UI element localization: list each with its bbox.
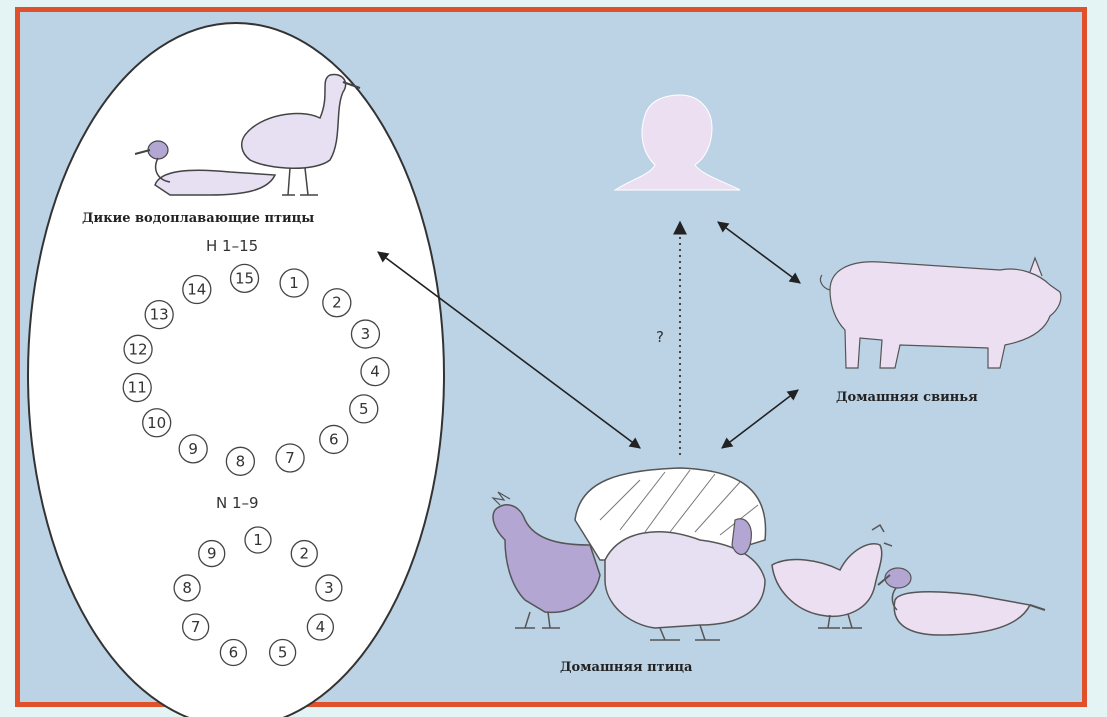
h-subtype-number: 15 bbox=[235, 269, 254, 287]
n-subtype-number: 9 bbox=[207, 545, 217, 563]
h-subtype-number: 13 bbox=[150, 306, 169, 324]
h-subtype-number: 5 bbox=[359, 400, 369, 418]
n-subtype-number: 6 bbox=[229, 644, 239, 662]
n-subtypes-title: N 1–9 bbox=[216, 494, 259, 512]
n-subtype-number: 7 bbox=[191, 618, 201, 636]
uncertain-transmission-mark: ? bbox=[656, 328, 664, 346]
n-subtype-number: 2 bbox=[300, 545, 310, 563]
n-subtype-number: 1 bbox=[253, 531, 263, 549]
h-subtype-number: 9 bbox=[188, 440, 198, 458]
h-subtype-number: 4 bbox=[370, 363, 380, 381]
pig-icon bbox=[820, 258, 1060, 368]
h-subtype-number: 7 bbox=[285, 449, 295, 467]
arrow-pig-domestic-birds bbox=[722, 390, 798, 448]
h-subtype-number: 2 bbox=[332, 294, 342, 312]
h-subtype-number: 14 bbox=[187, 281, 206, 299]
domestic-bird-label: Домашняя птица bbox=[560, 660, 692, 675]
h-subtype-number: 6 bbox=[329, 430, 339, 448]
arrow-human-pig bbox=[718, 222, 800, 283]
n-subtype-number: 4 bbox=[316, 618, 326, 636]
wild-birds-label: Дикие водоплавающие птицы bbox=[82, 211, 314, 226]
n-subtype-number: 5 bbox=[278, 644, 288, 662]
h-subtype-number: 1 bbox=[289, 274, 299, 292]
h-subtype-number: 11 bbox=[128, 379, 147, 397]
domestic-pig-label: Домашняя свинья bbox=[836, 390, 978, 405]
domestic-birds-icon bbox=[493, 468, 1045, 640]
h-subtypes-title: H 1–15 bbox=[206, 237, 258, 255]
h-subtype-number: 3 bbox=[361, 325, 371, 343]
n-subtype-number: 8 bbox=[182, 579, 192, 597]
h-subtype-number: 10 bbox=[147, 414, 166, 432]
h-subtype-number: 8 bbox=[236, 452, 246, 470]
n-subtype-number: 3 bbox=[324, 579, 334, 597]
human-head-icon bbox=[615, 95, 740, 190]
h-subtype-number: 12 bbox=[129, 340, 148, 358]
